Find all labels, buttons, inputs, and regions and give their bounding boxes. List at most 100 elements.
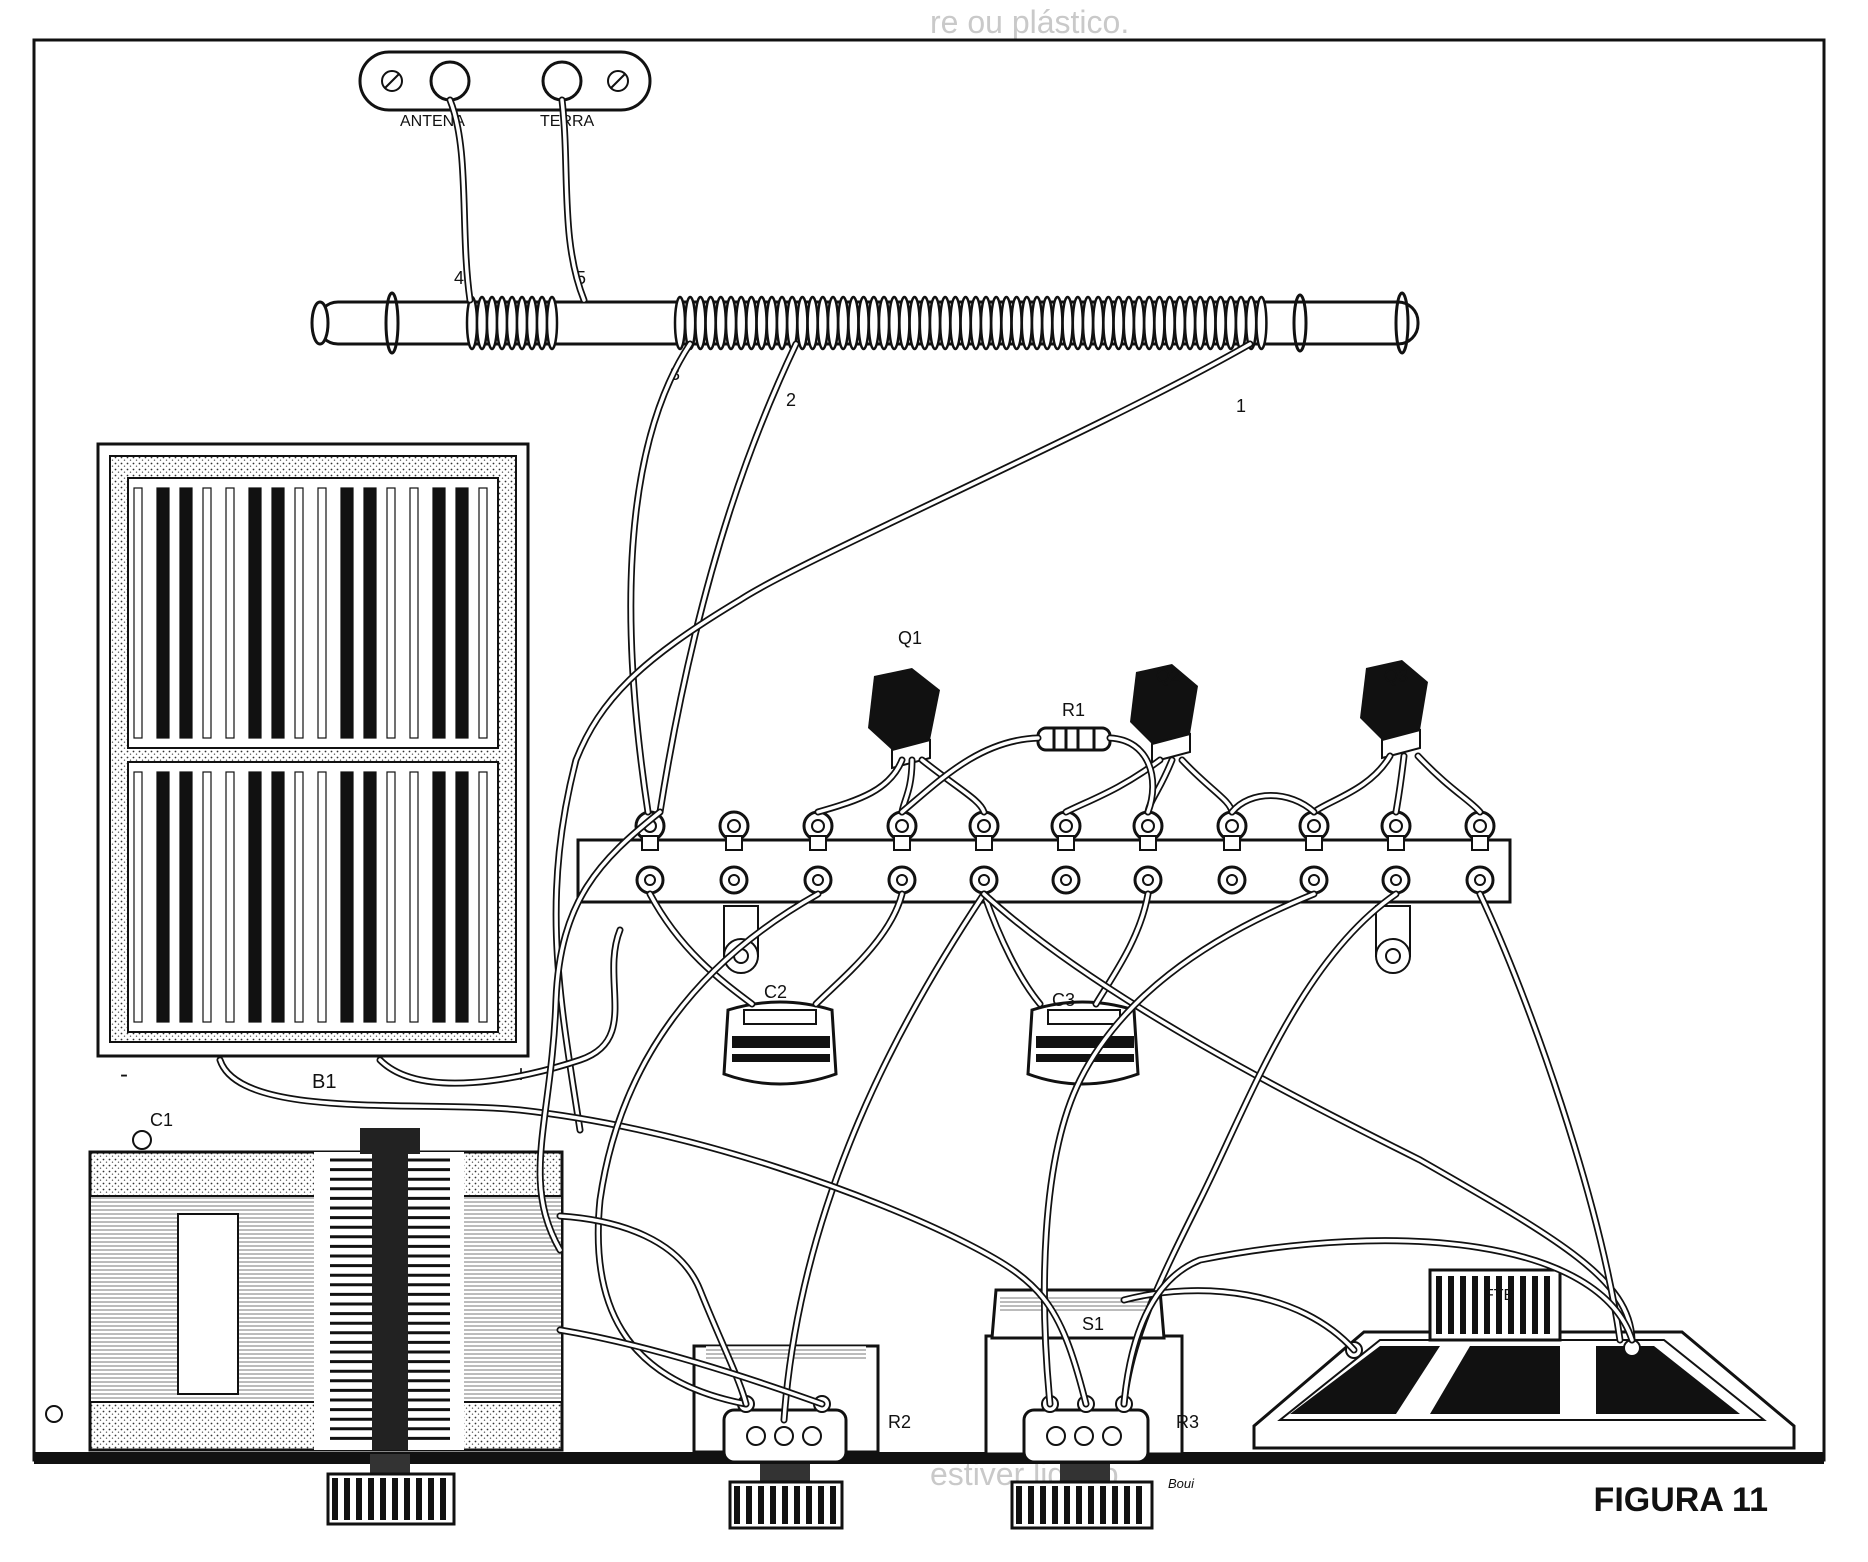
knob-ridge [404,1478,410,1520]
wire-core [1394,754,1406,814]
battery-cell [317,487,327,739]
battery-pack: - + B1 [96,442,530,1093]
coil-turn [1234,295,1248,351]
knob-ridge [332,1478,338,1520]
knob-ridge [1052,1486,1058,1524]
upper-lug-hole [727,819,741,833]
magnet-stripe [1544,1276,1550,1334]
coil-turn [928,295,942,351]
large-coil [673,295,1268,351]
coil-turn [1010,295,1023,351]
battery-cell [179,771,193,1023]
knob-ridge [356,1478,362,1520]
coil-turn [1214,295,1227,351]
battery-cell [202,771,212,1023]
coil-turn [485,295,499,351]
coil-turn [1255,295,1268,351]
wire-core [596,892,820,1406]
magnet-stripe [1436,1276,1442,1334]
mount-bracket-right [1375,905,1411,974]
lug-stem [893,835,911,851]
battery-cell [409,771,419,1023]
switch-knob [1016,1486,1142,1524]
battery-cell [455,771,469,1023]
coil-tap-2: 2 [786,390,796,410]
battery-label: B1 [312,1071,336,1093]
wire-core [558,1328,824,1406]
resistor-r1-label: R1 [1062,700,1085,720]
battery-cell [340,771,354,1023]
wire-core [1108,736,1155,814]
coil-turn [1081,295,1095,351]
knob-ridge [1064,1486,1070,1524]
battery-cell [294,771,304,1023]
lower-lug-hole [812,874,824,886]
battery-cell [409,487,419,739]
magnet-stripe [1472,1276,1478,1334]
knob-ridge [794,1486,800,1524]
lug-stem [809,835,827,851]
upper-lug-hole [1225,819,1239,833]
artist-signature: Boui [1168,1476,1195,1491]
coil-turn [1173,295,1187,351]
ferrite-rod-antenna: 4 5 3 2 1 [310,268,1420,416]
coil-turn [505,295,519,351]
upper-lug-hole [977,819,991,833]
upper-lug-hole [1307,819,1321,833]
capacitor-c2: C2 [722,982,838,1086]
knob-ridge [1040,1486,1046,1524]
wire-core [1478,892,1622,1342]
battery-cell [133,771,143,1023]
lug-stem [975,835,993,851]
battery-cells [133,487,488,1023]
coil-turn [1020,295,1034,351]
battery-cell [386,487,396,739]
antenna-ground-terminal-strip: ANTENA TERRA [358,50,652,130]
knob-ridge [1016,1486,1022,1524]
coil-turn [898,295,911,351]
magnet-stripe [1496,1276,1502,1334]
wire-core [658,342,798,814]
resistor-r1: R1 [1036,700,1112,752]
coil-turn [847,295,860,351]
capacitor-shaft [372,1150,408,1450]
wire-core [629,342,692,814]
wire-core [648,892,754,1006]
tuning-knob [332,1478,446,1520]
lower-lug-hole [1474,874,1486,886]
coil-turn [938,295,952,351]
knob-ridge [746,1486,752,1524]
coil-turn [796,295,809,351]
coil-turn [1040,295,1054,351]
magnet-stripe [1484,1276,1490,1334]
knob-ridge [1076,1486,1082,1524]
wire-core [448,98,472,302]
battery-cell [271,487,285,739]
magnet-stripe [1532,1276,1538,1334]
coil-turn [1183,295,1197,351]
lug-stem [1387,835,1405,851]
battery-cell [478,487,488,739]
coil-turn [1163,295,1176,351]
coil-turn [1030,295,1044,351]
speaker-label: FTE [1484,1287,1514,1304]
capacitor-plates [330,1150,450,1450]
battery-cell [386,771,396,1023]
knob-ridge [1112,1486,1118,1524]
wire-core [560,98,586,302]
transistor-q2-label: Q2 [1156,666,1180,686]
magnet-stripe [1448,1276,1454,1334]
wire-core [982,892,1042,1006]
battery-cell [363,487,377,739]
knob-ridge [416,1478,422,1520]
knob-ridge [428,1478,434,1520]
lower-lug-hole [1390,874,1402,886]
battery-cell [340,487,354,739]
lug-stem [1305,835,1323,851]
coil-turn [755,295,768,351]
wire-core [1230,793,1316,814]
lower-lug-hole [728,874,740,886]
wire-core [782,892,986,1422]
coil-tap-4: 4 [454,268,464,288]
